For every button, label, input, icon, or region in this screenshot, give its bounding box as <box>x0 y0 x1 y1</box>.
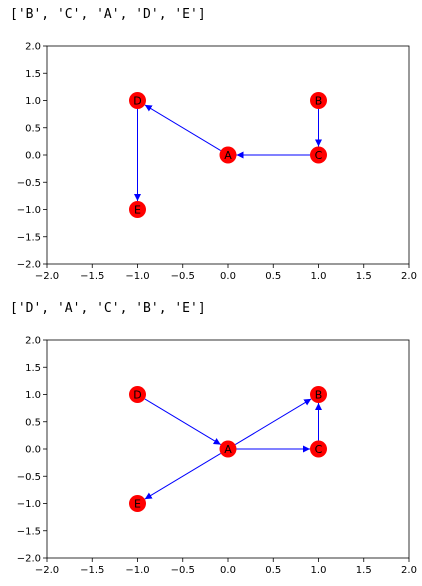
node-label-e: E <box>134 498 141 511</box>
node-label-d: D <box>133 389 141 402</box>
x-tick-label: 0.0 <box>220 271 236 282</box>
y-tick-label: 1.5 <box>25 363 41 374</box>
node-e <box>129 495 146 512</box>
output-text-2: ['D', 'A', 'C', 'B', 'E'] <box>10 301 206 316</box>
y-tick-label: −1.5 <box>17 232 41 243</box>
node-c <box>310 440 327 458</box>
node-label-b: B <box>315 95 323 108</box>
node-e <box>129 201 146 218</box>
x-tick-label: −1.0 <box>125 565 149 576</box>
x-tick-label: −1.0 <box>125 271 149 282</box>
node-label-e: E <box>134 204 141 217</box>
edge-a-b <box>235 398 312 446</box>
graph-plot-1: −2.0 −1.5 −1.0 −0.5 0.0 0.5 1.0 1.5 2.0 2.0 1.5 1.0… <box>17 42 417 283</box>
edge-a-e <box>144 452 221 500</box>
y-tick-label: −0.5 <box>17 178 41 189</box>
node-a <box>219 146 237 164</box>
edge-a-d <box>144 104 221 152</box>
x-tick-label: 0.0 <box>220 565 236 576</box>
x-tick-label: 1.5 <box>356 271 372 282</box>
node-c <box>310 146 327 164</box>
output-text-1: ['B', 'C', 'A', 'D', 'E'] <box>10 7 206 22</box>
x-tick-label: −1.5 <box>80 565 104 576</box>
y-tick-label: 0.5 <box>25 123 41 134</box>
x-tick-label: 1.0 <box>311 565 327 576</box>
y-tick-label: 1.0 <box>25 96 41 107</box>
y-tick-label: 0.5 <box>25 417 41 428</box>
node-label-c: C <box>315 149 323 162</box>
y-tick-label: 0.0 <box>25 151 41 162</box>
y-tick-label: 2.0 <box>25 42 41 53</box>
y-tick-label: 2.0 <box>25 336 41 347</box>
node-label-c: C <box>315 443 323 456</box>
x-tick-label: 1.5 <box>356 565 372 576</box>
node-d <box>129 386 146 403</box>
node-b <box>310 386 327 403</box>
x-tick-label: 2.0 <box>401 271 417 282</box>
node-label-d: D <box>133 95 141 108</box>
node-d <box>129 92 146 109</box>
x-tick-label: −1.5 <box>80 271 104 282</box>
node-label-a: A <box>224 443 232 456</box>
x-tick-label: 1.0 <box>311 271 327 282</box>
x-tick-label: −0.5 <box>171 271 195 282</box>
y-tick-label: −2.0 <box>17 260 41 271</box>
node-label-b: B <box>315 389 323 402</box>
edge-d-a <box>144 398 221 446</box>
node-a <box>219 440 237 458</box>
graph-plot-2: −2.0 −1.5 −1.0 −0.5 0.0 0.5 1.0 1.5 2.0 2.0 1.5 1.0… <box>17 336 417 577</box>
x-tick-label: −2.0 <box>35 271 59 282</box>
y-tick-label: 1.5 <box>25 69 41 80</box>
node-label-a: A <box>224 149 232 162</box>
x-tick-label: −0.5 <box>171 565 195 576</box>
x-tick-label: 0.5 <box>265 271 281 282</box>
node-b <box>310 92 327 109</box>
y-tick-label: −1.0 <box>17 499 41 510</box>
x-tick-label: 0.5 <box>265 565 281 576</box>
x-tick-label: 2.0 <box>401 565 417 576</box>
y-tick-label: −1.0 <box>17 205 41 216</box>
y-tick-label: −0.5 <box>17 472 41 483</box>
y-tick-label: 0.0 <box>25 445 41 456</box>
y-tick-label: −1.5 <box>17 526 41 537</box>
x-tick-label: −2.0 <box>35 565 59 576</box>
y-tick-label: −2.0 <box>17 554 41 565</box>
y-tick-label: 1.0 <box>25 390 41 401</box>
